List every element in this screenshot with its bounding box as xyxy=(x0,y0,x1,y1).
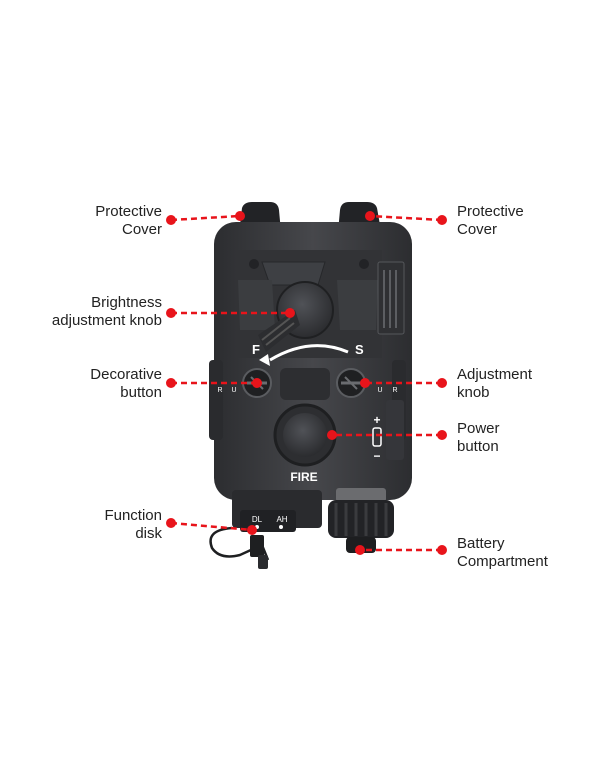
callout-decorative-button-start-dot xyxy=(166,378,176,388)
callout-adjustment-knob-end-dot xyxy=(360,378,370,388)
brightness-knob-shape xyxy=(258,281,334,352)
callout-brightness-knob xyxy=(166,308,295,318)
callout-protective-cover-right xyxy=(365,211,447,225)
callout-lines xyxy=(166,211,447,555)
battery-compartment-shape xyxy=(328,488,394,553)
marking-f: F xyxy=(252,342,260,357)
callout-battery-compartment-end-dot xyxy=(355,545,365,555)
marking-plus: + xyxy=(373,413,380,427)
marking-left-u: U xyxy=(231,387,236,394)
callout-adjustment-knob-start-dot xyxy=(437,378,447,388)
callout-battery-compartment xyxy=(355,545,447,555)
callout-function-disk-line xyxy=(170,521,253,532)
marking-right-r: R xyxy=(392,387,397,394)
marking-minus: − xyxy=(373,449,380,463)
label-decorative-button: Decorative button xyxy=(90,366,162,401)
callout-decorative-button xyxy=(166,378,262,388)
marking-left-r: R xyxy=(217,387,222,394)
callout-protective-cover-right-line xyxy=(369,214,443,222)
label-protective-cover-right: Protective Cover xyxy=(457,203,524,238)
label-adjustment-knob: Adjustment knob xyxy=(457,366,533,401)
callout-protective-cover-left-line xyxy=(170,214,241,222)
device-body: F S FIRE DL AH R U U R + − LBI xyxy=(209,202,412,569)
callout-function-disk xyxy=(166,518,257,535)
callout-protective-cover-right-start-dot xyxy=(437,215,447,225)
marking-ah: AH xyxy=(276,515,287,524)
callout-power-button-start-dot xyxy=(437,430,447,440)
marking-lbi: LBI xyxy=(221,501,230,507)
dial-arc xyxy=(269,344,349,362)
callout-brightness-knob-end-dot xyxy=(285,308,295,318)
marking-s: S xyxy=(355,342,364,357)
callout-protective-cover-left xyxy=(166,211,245,225)
power-button-shape xyxy=(273,403,337,467)
label-protective-cover-left: Protective Cover xyxy=(95,203,162,238)
callout-brightness-knob-start-dot xyxy=(166,308,176,318)
marking-dl: DL xyxy=(252,515,263,524)
callout-function-disk-start-dot xyxy=(166,518,176,528)
callout-power-button-end-dot xyxy=(327,430,337,440)
label-function-disk: Function disk xyxy=(104,507,162,542)
marking-fire: FIRE xyxy=(290,470,317,484)
marking-right-u: U xyxy=(377,387,382,394)
callout-function-disk-end-dot xyxy=(247,525,257,535)
callout-decorative-button-end-dot xyxy=(252,378,262,388)
label-brightness-knob: Brightness adjustment knob xyxy=(51,294,162,329)
callout-battery-compartment-start-dot xyxy=(437,545,447,555)
label-battery-compartment: Battery Compartment xyxy=(457,535,548,570)
label-power-button: Power button xyxy=(457,420,500,455)
callout-adjustment-knob xyxy=(360,378,447,388)
callout-protective-cover-left-end-dot xyxy=(235,211,245,221)
adjustment-knob-shape xyxy=(336,368,366,398)
callout-protective-cover-right-end-dot xyxy=(365,211,375,221)
callout-protective-cover-left-start-dot xyxy=(166,215,176,225)
callout-power-button xyxy=(327,430,447,440)
